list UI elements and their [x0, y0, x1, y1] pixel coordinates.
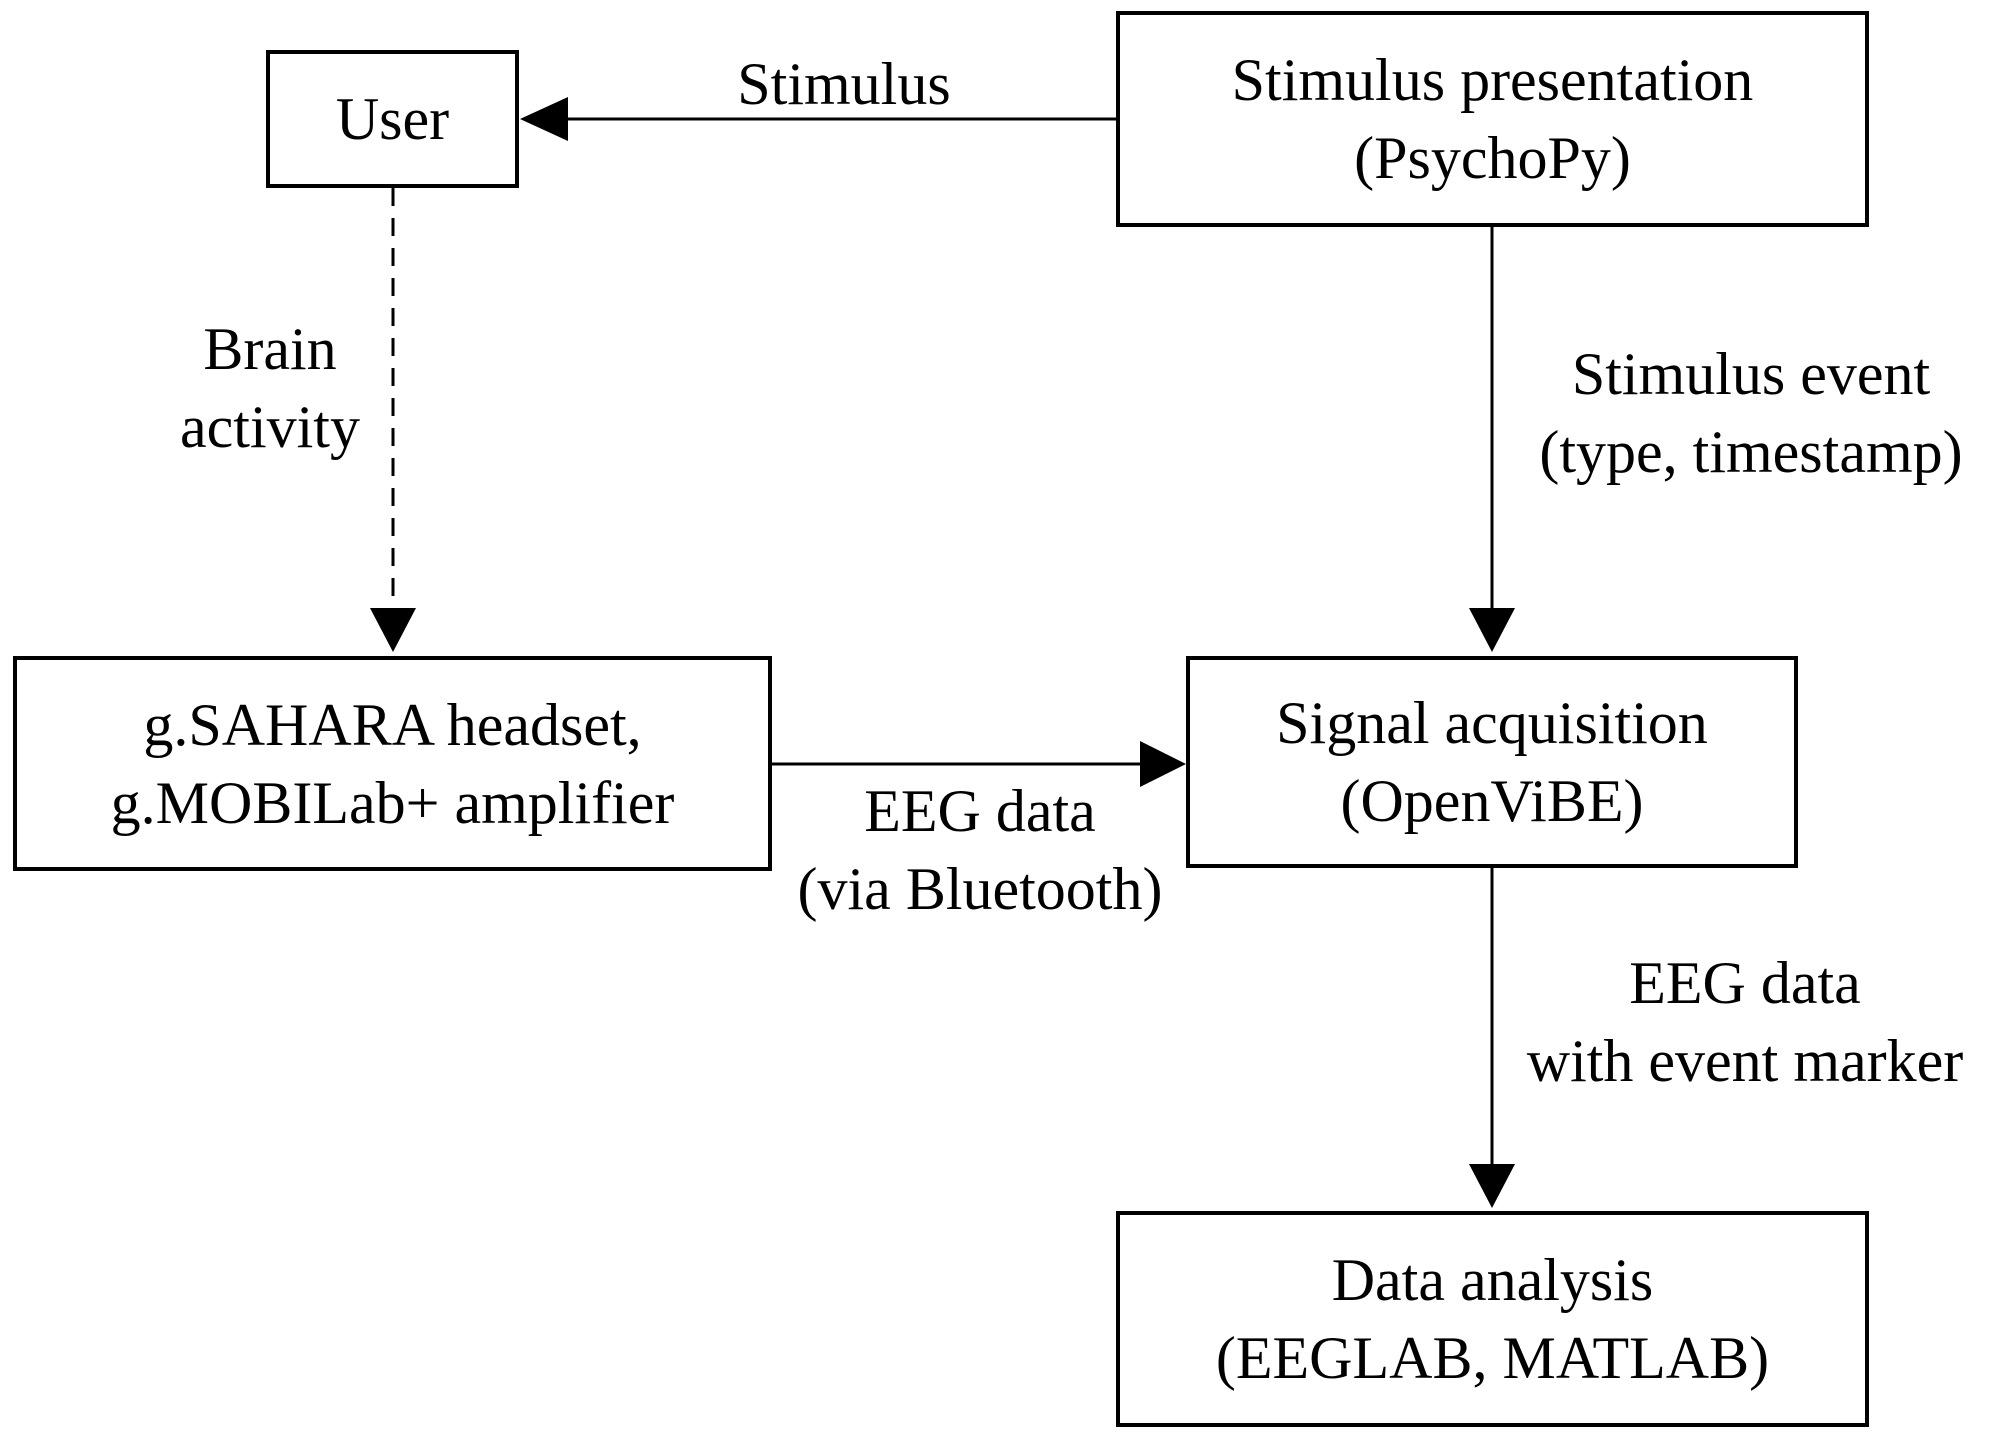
- data-analysis-node: Data analysis (EEGLAB, MATLAB): [1116, 1211, 1869, 1427]
- stimulus-presentation-subtitle: (PsychoPy): [1354, 125, 1631, 191]
- headset-line2: g.MOBILab+ amplifier: [110, 769, 675, 836]
- brain-activity-edge-label: Brain activity: [110, 310, 430, 466]
- eeg-marker-arrowhead: [1469, 1164, 1515, 1208]
- user-node: User: [266, 50, 519, 188]
- stimulus-arrowhead: [520, 97, 568, 141]
- data-analysis-title: Data analysis: [1331, 1247, 1654, 1313]
- brain-activity-arrowhead: [370, 608, 416, 652]
- eeg-data-arrowhead: [1140, 741, 1186, 787]
- signal-acquisition-subtitle: (OpenViBE): [1340, 768, 1644, 834]
- stimulus-event-edge-label: Stimulus event (type, timestamp): [1506, 335, 1996, 491]
- data-analysis-subtitle: (EEGLAB, MATLAB): [1215, 1325, 1770, 1391]
- stimulus-edge-label-text: Stimulus: [737, 51, 951, 117]
- eeg-data-line1: EEG data: [864, 778, 1096, 844]
- headset-node: g.SAHARA headset, g.MOBILab+ amplifier: [13, 656, 772, 871]
- brain-activity-line1: Brain: [203, 316, 337, 382]
- eeg-marker-edge-label: EEG data with event marker: [1500, 944, 1990, 1100]
- signal-acquisition-title: Signal acquisition: [1276, 690, 1708, 756]
- signal-acquisition-node: Signal acquisition (OpenViBE): [1186, 656, 1798, 868]
- eeg-marker-line2: with event marker: [1526, 1028, 1964, 1094]
- stimulus-presentation-node: Stimulus presentation (PsychoPy): [1116, 11, 1869, 227]
- stimulus-event-line1: Stimulus event: [1571, 341, 1931, 407]
- eeg-data-line2: (via Bluetooth): [797, 856, 1163, 922]
- eeg-marker-line1: EEG data: [1629, 950, 1861, 1016]
- stimulus-presentation-title: Stimulus presentation: [1231, 47, 1754, 113]
- headset-line1: g.SAHARA headset,: [143, 691, 642, 758]
- stimulus-event-line2: (type, timestamp): [1539, 419, 1963, 485]
- brain-activity-line2: activity: [180, 394, 360, 460]
- stimulus-edge-label: Stimulus: [644, 45, 1044, 123]
- user-node-label: User: [335, 86, 450, 152]
- eeg-data-edge-label: EEG data (via Bluetooth): [760, 772, 1200, 928]
- stimulus-event-arrowhead: [1469, 608, 1515, 652]
